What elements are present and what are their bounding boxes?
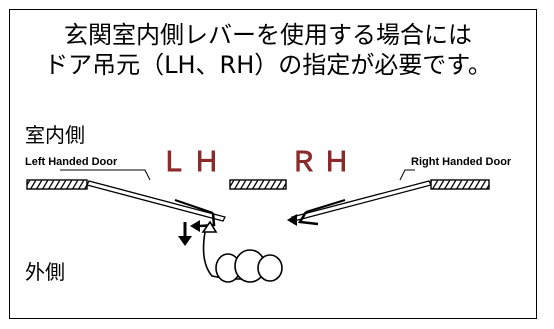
lh-label: ＬＨ: [160, 147, 226, 178]
left-door-leaf: [86, 180, 226, 222]
right-arrow-head: [287, 214, 297, 226]
heading-line-2: ドア吊元（LH、RH）の指定が必要です。: [44, 51, 492, 79]
wall-left: [26, 179, 88, 190]
left-arrow-bend: [199, 212, 216, 228]
right-door-leader: [399, 169, 415, 181]
heading-line-1: 玄関室内側レバーを使用する場合には: [64, 21, 472, 49]
right-door-leaf: [291, 180, 432, 222]
outside-label: 外側: [25, 260, 65, 284]
wall-right: [430, 179, 490, 190]
right-handed-door-label: Right Handed Door: [411, 156, 512, 168]
left-handed-door-label: Left Handed Door: [25, 156, 118, 168]
left-arrow-head: [190, 220, 200, 232]
heading: 玄関室内側レバーを使用する場合には ドア吊元（LH、RH）の指定が必要です。: [0, 20, 536, 80]
left-swing-arrow: [174, 199, 214, 214]
rh-label: ＲＨ: [290, 147, 356, 178]
left-door-leader: [60, 169, 151, 181]
right-arrow-bend: [297, 211, 319, 226]
inside-label: 室内側: [25, 123, 85, 147]
person-figure: [201, 220, 283, 283]
wall-center: [229, 179, 287, 190]
right-swing-arrow: [305, 199, 346, 213]
push-arrow-head: [178, 236, 192, 246]
